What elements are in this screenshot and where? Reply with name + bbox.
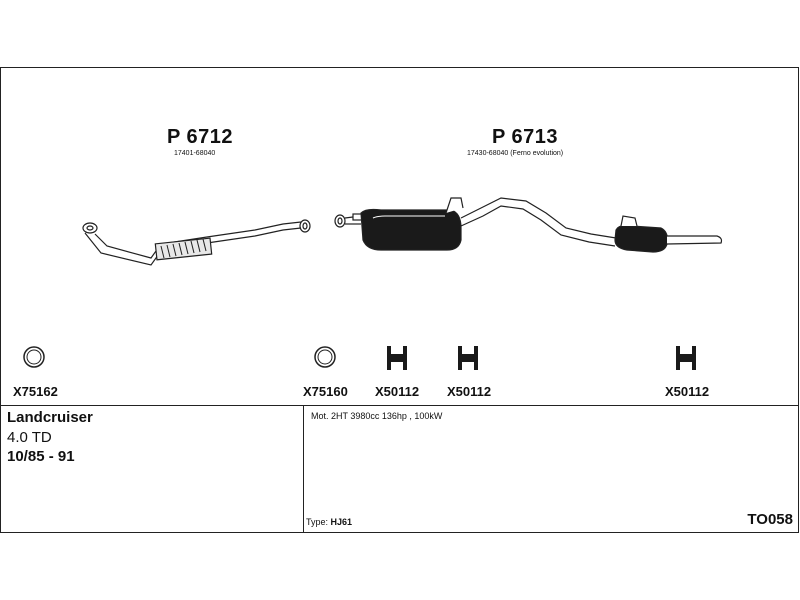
exhaust-system-drawing [23,197,723,370]
ring-gasket-icon [23,346,45,368]
rubber-hanger-icon [676,346,696,370]
sheet-code: TO058 [747,511,793,528]
exhaust-parts-sheet: P 6712 17401-68040 P 6713 17430-68040 (F… [0,67,799,533]
section-divider [1,405,798,406]
accessory-code: X75162 [13,384,58,399]
column-divider [303,405,304,533]
type-value: HJ61 [330,517,353,527]
vehicle-model: Landcruiser [7,409,93,426]
part-number-p1: P 6712 [167,126,234,148]
type-label: Type: [306,517,329,527]
type-line: Type: HJ61 [306,517,352,527]
rear-system-drawing [334,197,723,253]
part-number-p2: P 6713 [492,126,559,148]
engine-details: Mot. 2HT 3980cc 136hp , 100kW [311,411,443,421]
rubber-hanger-icon [387,346,407,370]
accessory-code: X50112 [375,384,420,399]
oem-number-p2: 17430-68040 (Ferno evolution) [467,150,564,157]
ring-gasket-icon [314,346,336,368]
accessory-icons [23,346,696,370]
accessory-code: X50112 [447,384,492,399]
front-pipe-drawing [82,219,311,266]
vehicle-engine: 4.0 TD [7,429,52,446]
oem-number-p1: 17401-68040 [174,150,216,157]
vehicle-years: 10/85 - 91 [7,448,75,465]
rubber-hanger-icon [458,346,478,370]
accessory-code: X50112 [665,384,710,399]
accessory-code: X75160 [303,384,348,399]
